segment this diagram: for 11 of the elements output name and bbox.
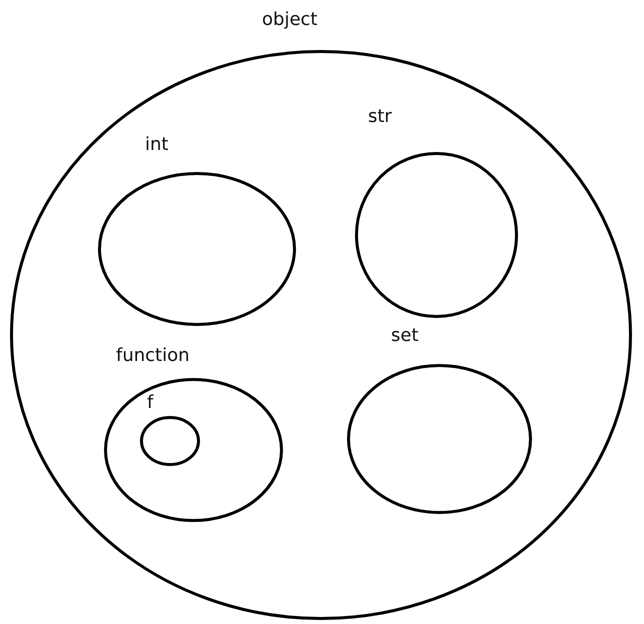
region-label: set — [391, 325, 419, 347]
region-label: f — [147, 392, 154, 414]
ellipse-region — [98, 134, 296, 326]
region-label: object — [262, 9, 318, 31]
ellipse-region — [347, 325, 532, 514]
ellipse-region — [10, 9, 632, 620]
ellipse-region — [355, 106, 518, 318]
ellipse-region — [104, 345, 283, 522]
region-label: function — [116, 345, 190, 367]
region-label: str — [368, 106, 392, 128]
region-label: int — [145, 134, 168, 156]
